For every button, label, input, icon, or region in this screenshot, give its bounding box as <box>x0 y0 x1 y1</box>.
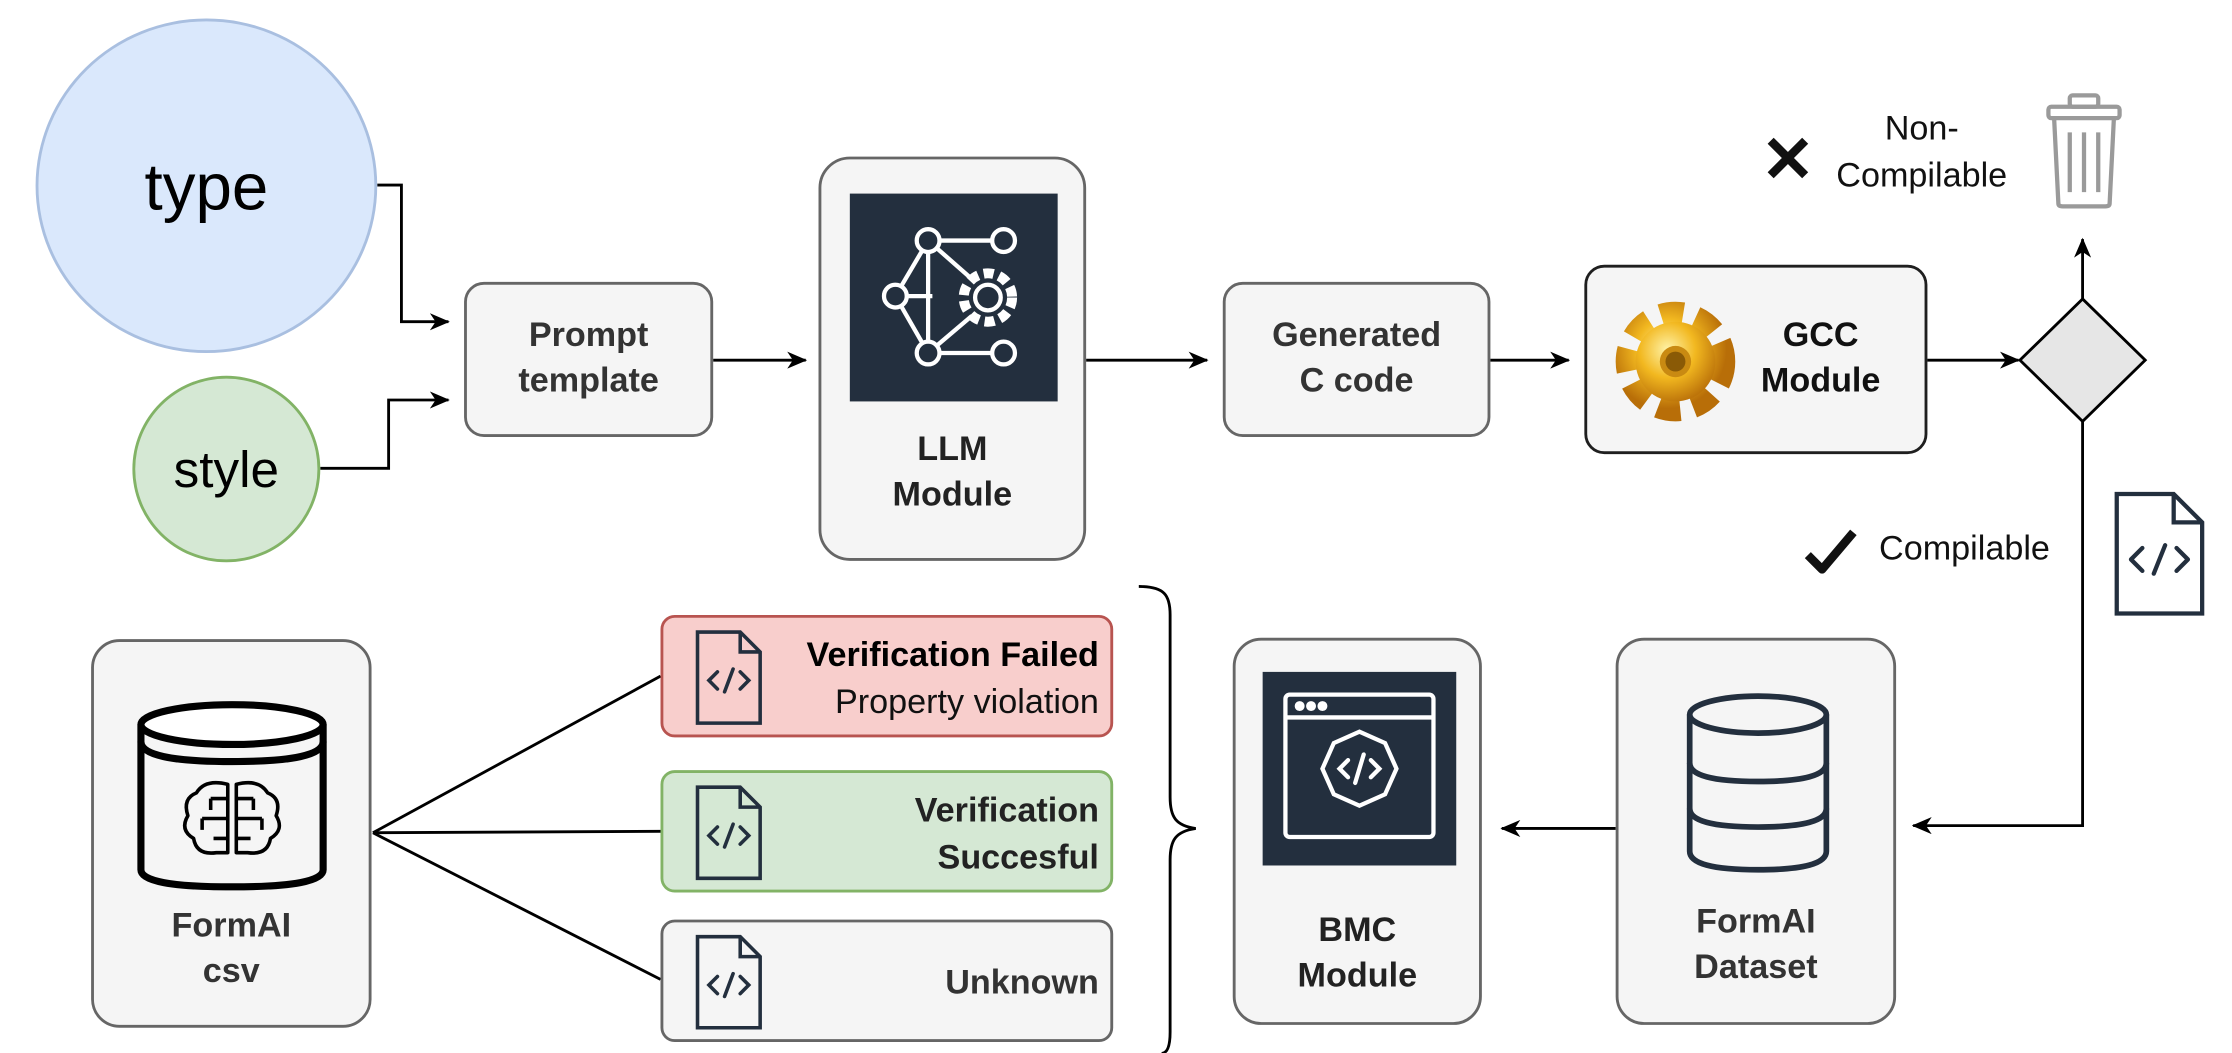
edge-csv-unknown <box>372 831 662 981</box>
unknown-box: Unknown <box>660 919 1114 1043</box>
type-label: type <box>144 148 269 223</box>
x-mark-icon <box>1767 137 1809 179</box>
gcc-module-node: GCC Module <box>1584 264 1928 455</box>
edge-style-prompt <box>320 391 450 470</box>
brain-db-icon <box>137 701 327 891</box>
unknown-label: Unknown <box>945 963 1099 1003</box>
formai-dataset-node: FormAI Dataset <box>1615 637 1897 1025</box>
verification-failed-box: Verification Failed Property violation <box>660 614 1114 738</box>
verification-success-label: Verification Succesful <box>914 791 1099 877</box>
edge-decision-dataset <box>1911 421 2085 835</box>
gcc-module-label: GCC Module <box>1760 316 1881 401</box>
code-file-icon <box>2114 491 2205 616</box>
edge-type-prompt <box>377 183 450 331</box>
edge-csv-success <box>372 829 661 835</box>
prompt-template-label: Prompt template <box>518 316 659 401</box>
formai-csv-label: FormAI csv <box>171 906 292 991</box>
code-window-icon <box>1262 671 1457 866</box>
style-node: style <box>132 375 321 563</box>
non-compilable-label: Non- Compilable <box>1836 109 2008 196</box>
verification-success-box: Verification Succesful <box>660 770 1114 893</box>
generated-code-label: Generated C code <box>1272 316 1442 401</box>
neural-gear-icon <box>849 193 1058 402</box>
formai-csv-node: FormAI csv <box>91 639 372 1028</box>
database-icon <box>1686 693 1830 873</box>
style-label: style <box>173 439 280 498</box>
bmc-module-label: BMC Module <box>1297 911 1418 996</box>
gear-icon <box>1615 301 1736 422</box>
generated-code-node: Generated C code <box>1222 281 1491 438</box>
llm-module-node: LLM Module <box>818 156 1087 561</box>
type-node: type <box>35 18 378 354</box>
compilable-label: Compilable <box>1879 529 2050 568</box>
verification-failed-title: Verification Failed <box>806 636 1099 675</box>
check-mark-icon <box>1804 529 1857 574</box>
bmc-module-node: BMC Module <box>1232 637 1482 1025</box>
edge-csv-failed <box>372 674 662 834</box>
llm-module-label: LLM Module <box>892 429 1013 514</box>
formai-dataset-label: FormAI Dataset <box>1694 902 1818 987</box>
code-file-icon <box>695 630 762 725</box>
decision-diamond <box>2017 296 2148 424</box>
trash-icon <box>2046 93 2122 209</box>
verification-failed-sub: Property violation <box>834 683 1099 722</box>
prompt-template-node: Prompt template <box>464 281 714 438</box>
code-file-icon <box>695 785 762 881</box>
results-brace <box>1138 585 1196 1053</box>
code-file-icon <box>695 934 762 1030</box>
